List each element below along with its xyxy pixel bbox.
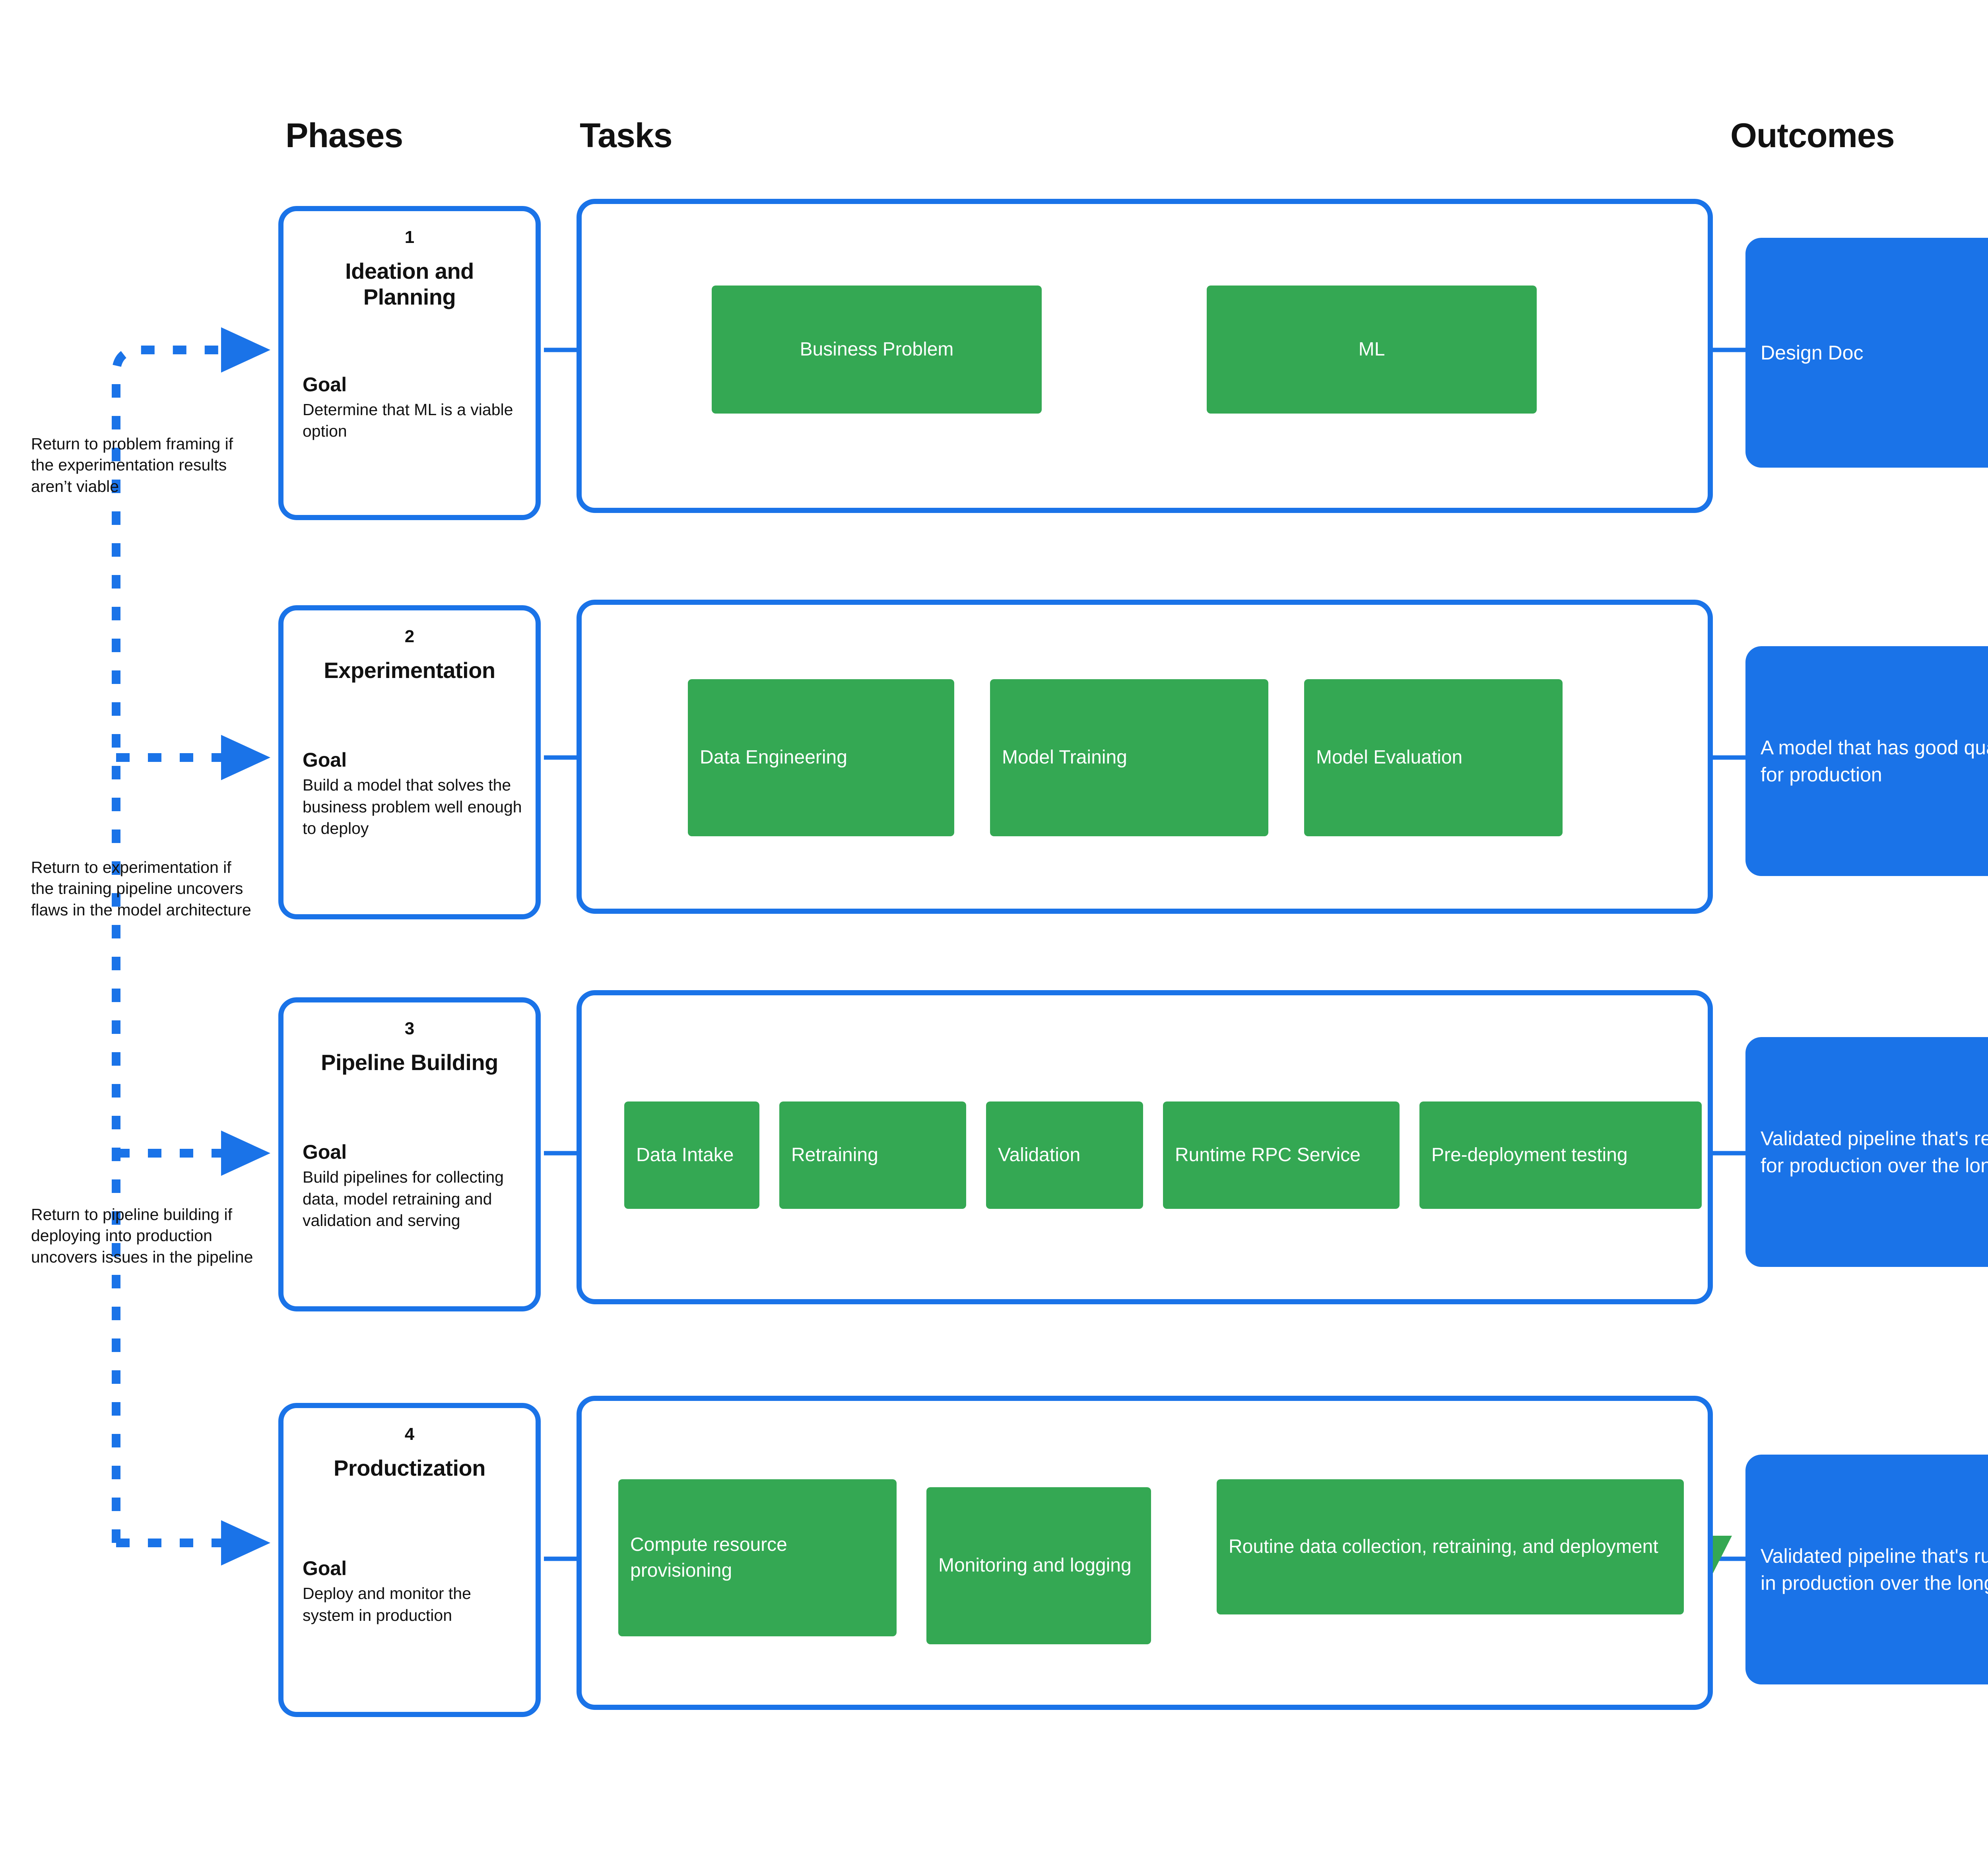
goal-label-4: Goal: [303, 1557, 347, 1580]
goal-label-3: Goal: [303, 1141, 347, 1164]
task-business-problem[interactable]: Business Problem: [712, 286, 1042, 414]
outcome-design-doc[interactable]: Design Doc: [1745, 238, 1988, 468]
task-data-intake[interactable]: Data Intake: [624, 1101, 759, 1209]
task-compute-resource-provisioning[interactable]: Compute resource provisioning: [618, 1479, 897, 1636]
task-model-training[interactable]: Model Training: [990, 679, 1268, 836]
phase-title-2: Experimentation: [324, 657, 495, 683]
column-heading-outcomes: Outcomes: [1730, 117, 1895, 155]
note-return-to-experimentation: Return to experimentation if the trainin…: [31, 858, 251, 919]
phase-goal-3: Goal Build pipelines for collecting data…: [297, 1140, 522, 1232]
task-validation[interactable]: Validation: [986, 1101, 1143, 1209]
phase-goal-1: Goal Determine that ML is a viable optio…: [297, 373, 522, 442]
left-feedback-arrowheads: [221, 327, 270, 1566]
phase-title-3: Pipeline Building: [321, 1049, 498, 1075]
phase-number-2: 2: [404, 627, 415, 646]
goal-text-1: Determine that ML is a viable option: [303, 400, 513, 441]
goal-label-1: Goal: [303, 373, 347, 396]
phase-title-4: Productization: [334, 1455, 485, 1480]
phase-goal-4: Goal Deploy and monitor the system in pr…: [297, 1556, 522, 1626]
phase-number-1: 1: [404, 227, 415, 247]
task-routine-data-collection[interactable]: Routine data collection, retraining, and…: [1217, 1479, 1684, 1614]
goal-text-4: Deploy and monitor the system in product…: [303, 1584, 471, 1624]
outcome-validated-pipeline-running[interactable]: Validated pipeline that's running in pro…: [1745, 1455, 1988, 1684]
column-heading-tasks: Tasks: [580, 117, 672, 155]
note-return-to-pipeline-building: Return to pipeline building if deploying…: [31, 1205, 253, 1266]
task-runtime-rpc-service[interactable]: Runtime RPC Service: [1163, 1101, 1400, 1209]
phase-title-1: Ideation and Planning: [345, 258, 474, 309]
column-heading-phases: Phases: [285, 117, 403, 155]
phase-number-3: 3: [404, 1019, 415, 1038]
left-feedback-spine: [112, 346, 223, 1547]
goal-text-2: Build a model that solves the business p…: [303, 776, 522, 838]
goal-text-3: Build pipelines for collecting data, mod…: [303, 1168, 504, 1230]
task-monitoring-and-logging[interactable]: Monitoring and logging: [926, 1487, 1151, 1644]
task-retraining[interactable]: Retraining: [779, 1101, 966, 1209]
task-pre-deployment-testing[interactable]: Pre-deployment testing: [1419, 1101, 1702, 1209]
phase-goal-2: Goal Build a model that solves the busin…: [297, 748, 522, 839]
task-ml[interactable]: ML: [1207, 286, 1537, 414]
phase-card-2[interactable]: 2 Experimentation Goal Build a model tha…: [278, 605, 541, 919]
task-outcome-connectors: [1710, 348, 1745, 1561]
phase-card-4[interactable]: 4 Productization Goal Deploy and monitor…: [278, 1403, 541, 1717]
goal-label-2: Goal: [303, 749, 347, 771]
phase-number-4: 4: [404, 1424, 415, 1444]
phase-task-connectors: [544, 348, 577, 1561]
task-data-engineering[interactable]: Data Engineering: [688, 679, 954, 836]
outcome-good-quality-model[interactable]: A model that has good quality for produc…: [1745, 646, 1988, 876]
outcome-validated-pipeline-ready[interactable]: Validated pipeline that's ready for prod…: [1745, 1037, 1988, 1267]
phase-card-3[interactable]: 3 Pipeline Building Goal Build pipelines…: [278, 997, 541, 1311]
phase-card-1[interactable]: 1 Ideation and Planning Goal Determine t…: [278, 206, 541, 520]
note-return-to-problem-framing: Return to problem framing if the experim…: [31, 435, 233, 495]
task-model-evaluation[interactable]: Model Evaluation: [1304, 679, 1563, 836]
